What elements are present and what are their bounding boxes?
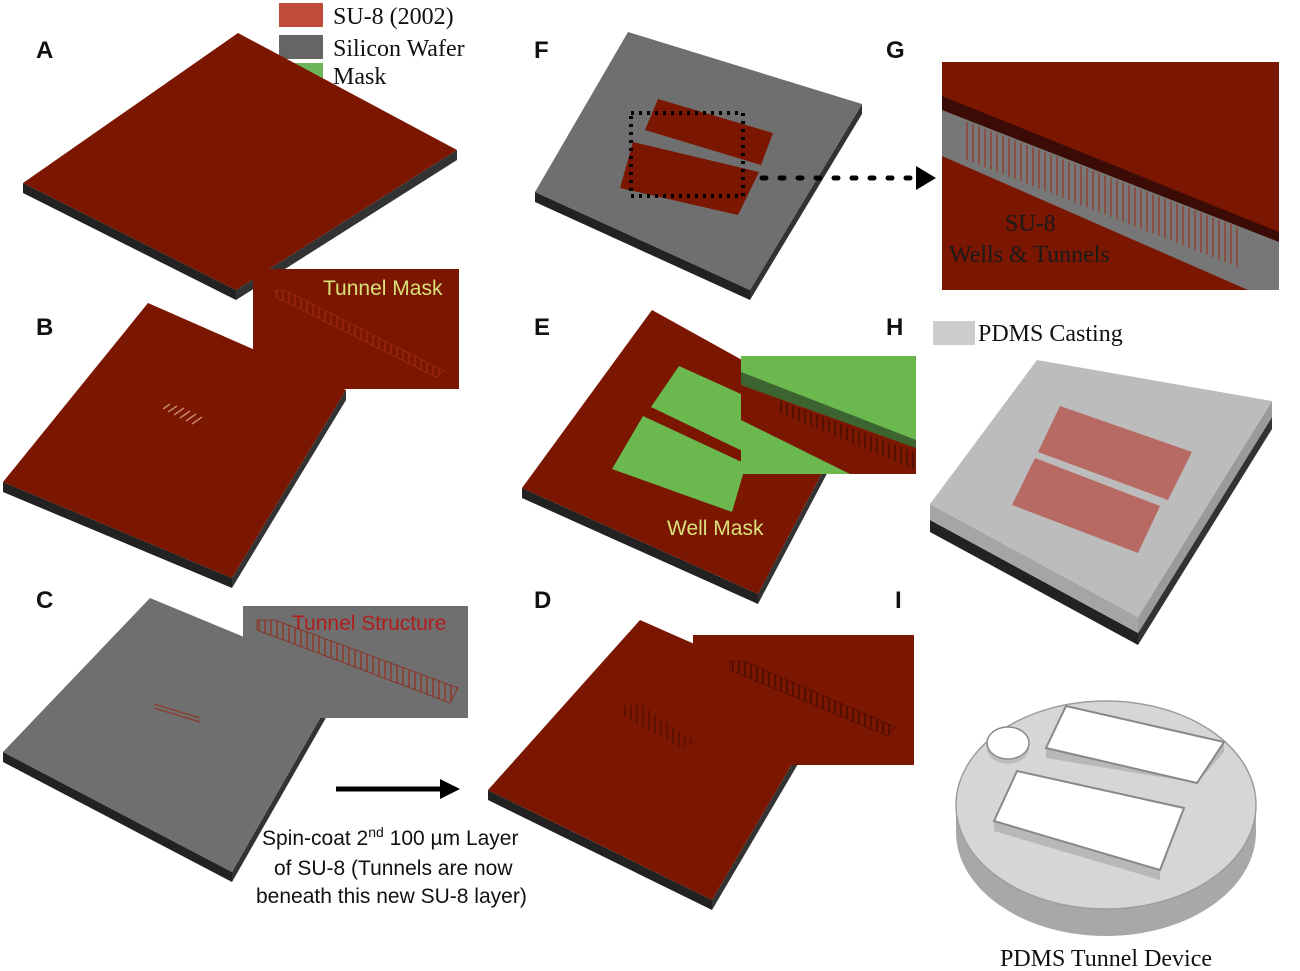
zoom-inset-dark-edge	[942, 96, 1279, 242]
step-caption-line1: Spin-coat 2nd 100 µm Layer	[262, 824, 518, 850]
panel-e: E Well Mask	[522, 310, 916, 604]
device-well-lower	[992, 769, 1186, 872]
wafer-edge	[3, 482, 232, 588]
pdms-side	[1138, 401, 1272, 633]
device-port	[986, 726, 1030, 760]
wafer-edge	[535, 192, 750, 300]
step-caption-line2: of SU-8 (Tunnels are now	[274, 857, 513, 880]
pdms-well-upper	[1038, 406, 1192, 500]
tunnel-structure-label: Tunnel Structure	[292, 612, 446, 635]
legend-label-mask: Mask	[333, 64, 386, 90]
panel-letter-a: A	[36, 37, 53, 64]
pdms-well-lower	[1012, 458, 1160, 553]
panel-b: B Tunnel Mask	[3, 269, 459, 588]
legend-swatch-su8	[279, 3, 323, 27]
wafer-edge	[488, 790, 712, 910]
buried-tunnel-lines	[729, 660, 896, 737]
wafer-edge	[3, 752, 232, 882]
panel-f: F	[534, 32, 862, 300]
panel-a: A	[23, 33, 457, 300]
wafer-edge	[23, 183, 236, 300]
wafer-edge	[236, 150, 457, 300]
su8-well-upper	[645, 99, 773, 165]
legend-label-wafer: Silicon Wafer	[333, 36, 465, 62]
panel-c: C Tunnel Structure	[3, 587, 468, 882]
tunnel-pattern	[153, 703, 201, 723]
step-caption-line3: beneath this new SU-8 layer)	[256, 885, 527, 908]
well-mask-inset-dark	[741, 372, 916, 448]
wafer-edge	[930, 520, 1138, 645]
pdms-legend-swatch	[933, 321, 975, 345]
wafer-edge	[232, 678, 343, 882]
panel-letter-e: E	[534, 314, 550, 341]
zoom-arrow	[759, 166, 936, 190]
panel-g: G SU-8 Wells & Tunnels	[886, 37, 1279, 290]
step-caption: Spin-coat 2nd 100 µm Layer of SU-8 (Tunn…	[256, 824, 527, 908]
device-caption: PDMS Tunnel Device	[1000, 946, 1212, 971]
pdms-legend-label: PDMS Casting	[978, 321, 1123, 347]
panel-h: H PDMS Casting	[886, 314, 1272, 645]
step-arrow	[336, 779, 460, 799]
panel-letter-f: F	[534, 37, 549, 64]
wafer-edge	[522, 488, 758, 604]
well-mask-lower	[612, 416, 746, 512]
panel-letter-h: H	[886, 314, 903, 341]
tunnel-mask-label: Tunnel Mask	[323, 277, 443, 300]
zoom-inset-tunnels	[962, 120, 1240, 268]
well-mask-inset-tunnels	[778, 400, 916, 470]
wafer-edge	[1138, 417, 1272, 645]
panel-i: I PDMS Tunnel Device	[895, 587, 1257, 971]
pdms-side	[930, 504, 1138, 633]
well-mask-label: Well Mask	[667, 517, 764, 540]
panel-letter-i: I	[895, 587, 902, 614]
wafer-edge	[750, 104, 862, 300]
panel-letter-c: C	[36, 587, 53, 614]
buried-tunnel-pattern	[620, 704, 695, 748]
su8-well-lower	[620, 142, 759, 215]
legend-label-su8: SU-8 (2002)	[333, 4, 454, 30]
tunnel-pattern	[162, 403, 203, 425]
wafer-edge	[232, 390, 346, 588]
tunnel-structure-lines	[256, 619, 459, 704]
legend-swatch-wafer	[279, 35, 323, 59]
panel-letter-b: B	[36, 314, 53, 341]
panel-letter-g: G	[886, 37, 905, 64]
zoom-label-wells-tunnels: Wells & Tunnels	[949, 242, 1110, 268]
device-well-upper	[1044, 704, 1226, 785]
panel-letter-d: D	[534, 587, 551, 614]
zoom-label-su8: SU-8	[1005, 211, 1056, 237]
zoom-region-box	[629, 111, 745, 198]
panel-d: D	[488, 587, 914, 910]
su8-layer	[23, 33, 457, 290]
tunnel-mask-lines	[275, 289, 445, 378]
